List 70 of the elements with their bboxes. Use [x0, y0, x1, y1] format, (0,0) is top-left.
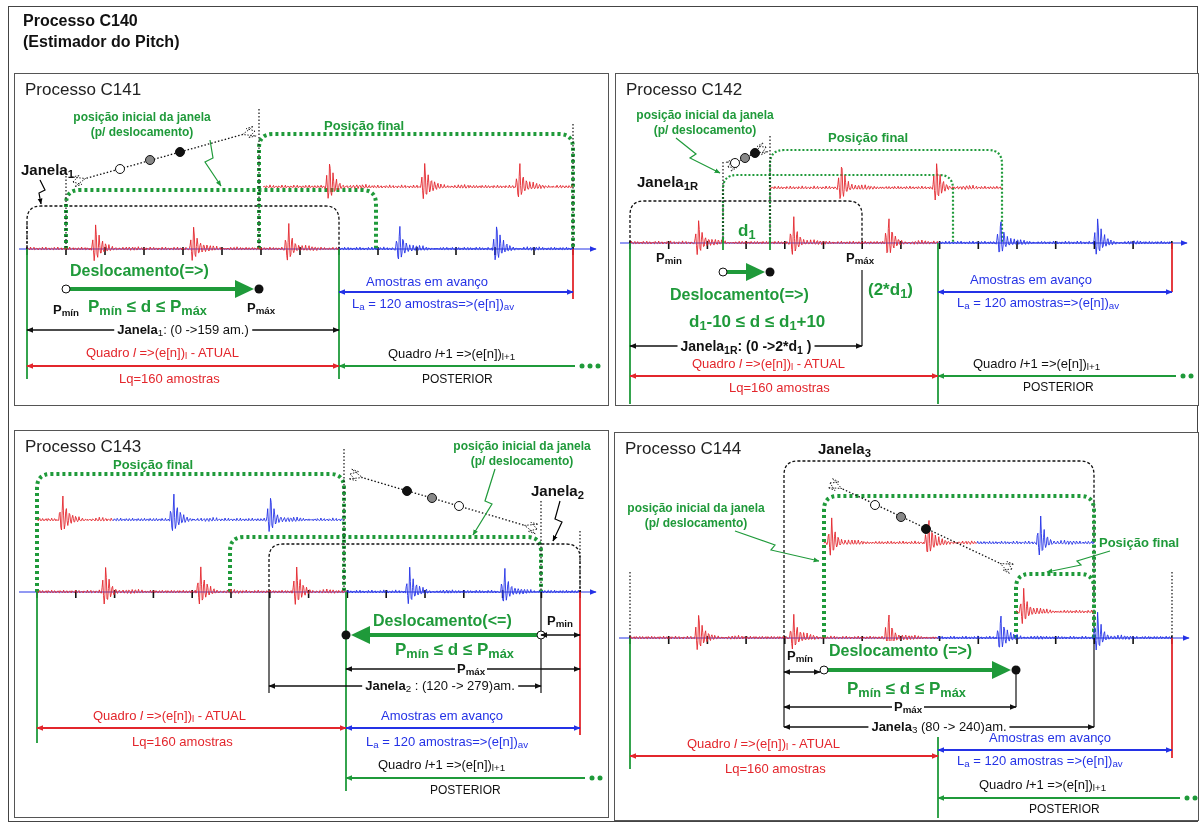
process-panel [614, 432, 1199, 821]
point-label: P$_{máx}$ [846, 250, 875, 266]
annotation-text: Posição final [324, 118, 405, 134]
leader-line [675, 137, 721, 174]
process-panel [14, 73, 609, 406]
window-label: Janela$_{1R}$ [637, 172, 699, 192]
displacement-label: Deslocamento(<=) [373, 611, 512, 631]
frame-label: L$_{a}$ = 120 amostras =>(e[n])$_{av}$ [957, 753, 1123, 769]
frame-label: L$_{a}$ = 120 amostras=>(e[n])$_{av}$ [366, 734, 529, 750]
diagram-title: Processo C140 (Estimador do Pitch) [23, 11, 181, 52]
point-label: P$_{máx}$ [247, 300, 276, 316]
panel-title: Processo C143 [25, 436, 142, 458]
formula-text: P$_{mín}$ ≤ d ≤ P$_{máx}$ [88, 296, 207, 317]
frame-label: Amostras em avanço [366, 274, 489, 290]
formula-text: P$_{mín}$ ≤ d ≤ P$_{máx}$ [847, 678, 966, 699]
frame-label: L$_{a}$ = 120 amostras=>(e[n])$_{av}$ [957, 295, 1120, 311]
leader-line [734, 530, 820, 563]
callout-text: posição inicial da janela (p/ deslocamento) [447, 439, 597, 469]
dimension-label: Janela$_{1R}$: (0 ->2*d$_{1}$ ) [677, 338, 815, 355]
leader-line [37, 179, 46, 205]
frame-label: POSTERIOR [1029, 802, 1100, 817]
leader-line [204, 139, 222, 187]
formula-text: d$_{1}$ [738, 220, 756, 241]
process-panel [14, 430, 609, 818]
callout-text: posição inicial da janela (p/ deslocamento) [67, 110, 217, 140]
frame-label: Amostras em avanço [381, 708, 504, 724]
frame-label: POSTERIOR [422, 372, 493, 387]
frame-label: Lq=160 amostras [132, 734, 233, 750]
point-label: P$_{mín}$ [787, 648, 813, 664]
leader-line [552, 500, 563, 542]
displacement-label: Deslocamento(=>) [670, 285, 809, 305]
dimension-label: Janela$_{1}$: (0 ->159 am.) [114, 322, 252, 338]
annotation-text: Posição final [828, 130, 909, 146]
frame-label: POSTERIOR [1023, 380, 1094, 395]
point-label: P$_{min}$ [547, 613, 573, 629]
frame-label: Lq=160 amostras [119, 371, 220, 387]
process-panel [615, 73, 1199, 406]
leader-line [472, 468, 496, 536]
panel-title: Processo C144 [625, 438, 742, 460]
point-label: P$_{máx}$ [455, 661, 488, 677]
callout-text: posição inicial da janela (p/ deslocamento) [621, 501, 771, 531]
dimension-label: Janela$_{2}$ : (120 -> 279)am. [362, 678, 518, 694]
point-label: P$_{min}$ [656, 250, 682, 266]
callout-text: Janela$_{1}$ [21, 160, 74, 180]
diagram-frame [8, 6, 1198, 822]
frame-label: Quadro l =>(e[n])$_{l}$ - ATUAL [687, 736, 840, 752]
frame-label: Amostras em avanço [970, 272, 1093, 288]
displacement-label: Deslocamento(=>) [70, 261, 209, 281]
annotation-text: Posição final [113, 457, 194, 473]
frame-label: Lq=160 amostras [725, 761, 826, 777]
window-label: Janela$_{3}$ [818, 439, 871, 459]
panel-title: Processo C141 [25, 79, 142, 101]
frame-label: Quadro l =>(e[n])$_{l}$ - ATUAL [692, 356, 845, 372]
dimension-label: Janela$_{3}$ (80 -> 240)am. [868, 719, 1010, 735]
callout-text: posição inicial da janela (p/ deslocamento) [630, 108, 780, 138]
formula-text: P$_{mín}$ ≤ d ≤ P$_{máx}$ [395, 639, 514, 660]
point-label: P$_{máx}$ [892, 699, 925, 715]
frame-label: Quadro l =>(e[n])$_{l}$ - ATUAL [93, 708, 246, 724]
frame-label: Quadro l =>(e[n])$_{l}$ - ATUAL [86, 345, 239, 361]
formula-text: (2*d$_{1}$) [868, 279, 913, 300]
callout-text: Janela$_{2}$ [531, 481, 584, 501]
displacement-label: Deslocamento (=>) [829, 641, 973, 661]
point-label: P$_{mín}$ [53, 302, 79, 318]
panel-title: Processo C142 [626, 79, 743, 101]
frame-label: POSTERIOR [430, 783, 501, 798]
frame-label: Lq=160 amostras [729, 380, 830, 396]
formula-text: d$_{1}$-10 ≤ d ≤ d$_{1}$+10 [689, 311, 826, 332]
callout-text: Posição final [1099, 535, 1180, 551]
frame-label: L$_{a}$ = 120 amostras=>(e[n])$_{av}$ [352, 296, 515, 312]
leader-line [1046, 550, 1111, 574]
